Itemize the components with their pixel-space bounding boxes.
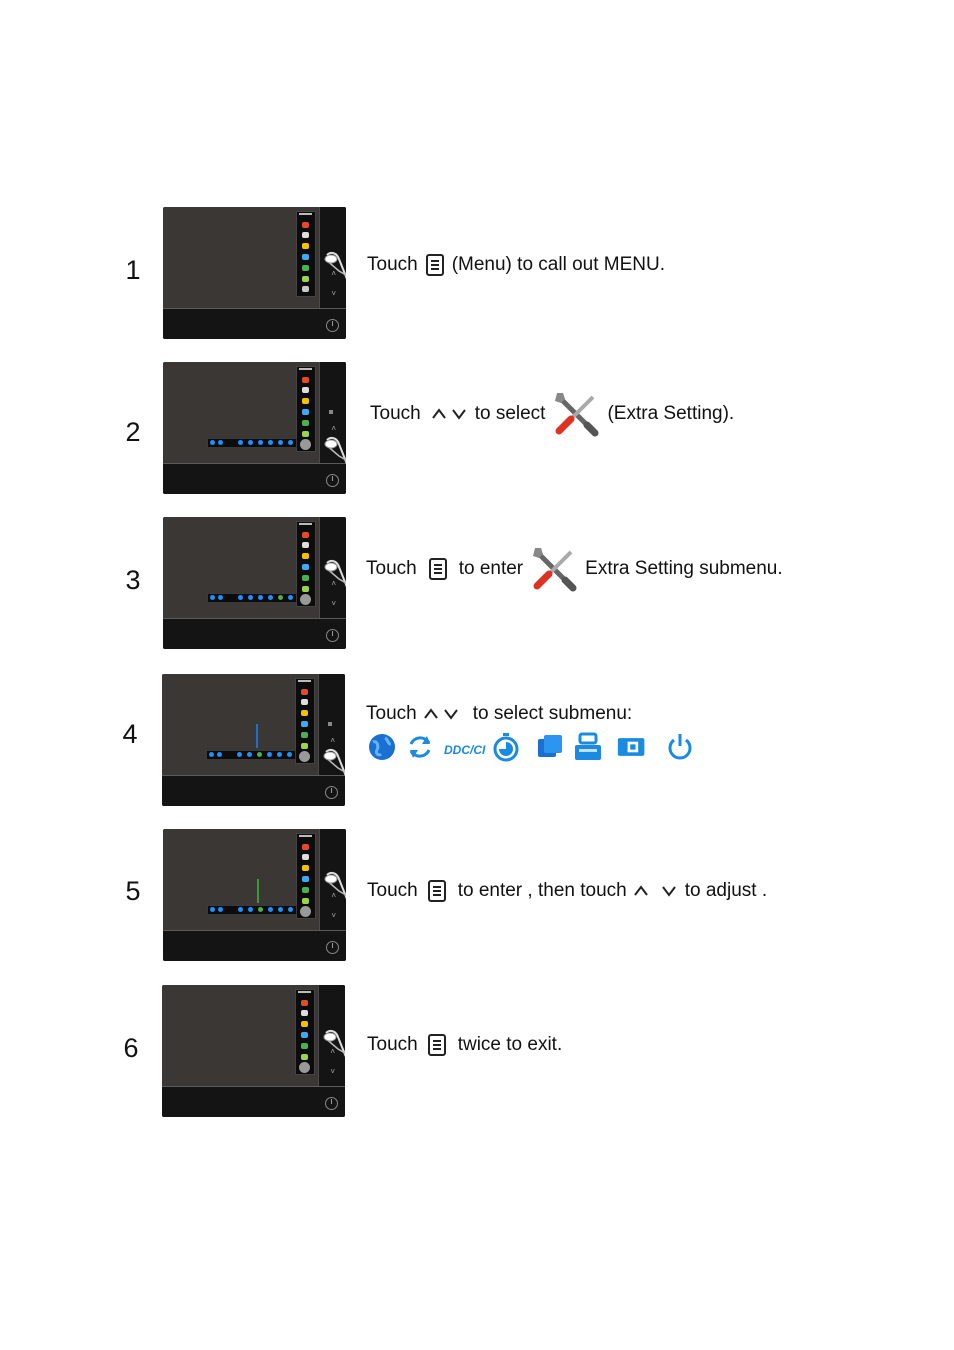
osd-menu [296, 521, 316, 607]
instruction-text: Touch [366, 558, 417, 580]
step-number: 4 [115, 719, 145, 750]
step-instruction: Touch to enter , then touch to adjust . [367, 880, 767, 902]
menu-button-icon [426, 254, 444, 276]
ddc-ci-icon: DDC/CI [444, 743, 485, 757]
osd-menu [296, 833, 316, 919]
monitor-thumbnail: ˄ [163, 362, 346, 494]
step-1: 1 ˄˅ Touch (Menu) to call out MENU. [0, 200, 954, 340]
menu-button-icon [428, 1034, 446, 1056]
instruction-text: (Menu) to call out MENU. [452, 254, 665, 276]
power-button-icon [326, 941, 339, 954]
power-button-icon [326, 319, 339, 332]
step-2: 2 ˄ Touch to select [0, 355, 954, 495]
instruction-text: (Extra Setting). [607, 403, 734, 425]
step-instruction: Touch to select submenu: [366, 703, 632, 725]
step-number: 5 [118, 876, 148, 907]
finger-pointer-icon [323, 557, 346, 609]
down-caret-icon [451, 406, 467, 422]
menu-button-icon [428, 880, 446, 902]
up-caret-icon [431, 406, 447, 422]
down-caret-icon [443, 706, 459, 722]
step-4: 4 ˄ Touch to select submenu: [0, 667, 954, 807]
instruction-text: to adjust . [685, 880, 767, 902]
step-instruction: Touch to select (Extra Setting). [370, 391, 734, 437]
submenu-bar [207, 905, 297, 915]
instruction-text: Touch [367, 880, 418, 902]
image-ratio-icon [535, 732, 565, 762]
instruction-text: to enter , then touch [458, 880, 627, 902]
language-globe-icon [367, 732, 397, 762]
osd-menu [295, 989, 315, 1075]
step-number: 2 [118, 417, 148, 448]
step-number: 1 [118, 255, 148, 286]
monitor-thumbnail: ˄˅ [163, 517, 346, 649]
instruction-text: Touch [367, 254, 418, 276]
up-caret-icon [423, 706, 439, 722]
submenu-bar [206, 750, 296, 760]
instruction-text: Touch [366, 703, 417, 725]
input-select-icon [573, 732, 603, 762]
finger-pointer-icon [323, 249, 346, 301]
monitor-thumbnail: ˄ [162, 674, 345, 806]
step-6: 6 ˄˅ Touch twice to exit. [0, 978, 954, 1118]
instruction-text: to select [475, 403, 546, 425]
power-button-icon [325, 1097, 338, 1110]
reset-icon [405, 732, 435, 762]
monitor-thumbnail: ˄˅ [162, 985, 345, 1117]
monitor-thumbnail: ˄˅ [163, 829, 346, 961]
instruction-text: to enter [459, 558, 523, 580]
instruction-text: Touch [367, 1034, 418, 1056]
step-instruction: Touch (Menu) to call out MENU. [367, 254, 665, 276]
osd-menu [296, 366, 316, 452]
submenu-bar [207, 438, 297, 448]
timer-icon [491, 732, 521, 762]
instruction-text: twice to exit. [458, 1034, 563, 1056]
submenu-bar [207, 593, 297, 603]
extra-setting-tools-icon [553, 391, 599, 437]
step-5: 5 ˄˅ Touch to enter , then touch [0, 822, 954, 962]
osd-menu [296, 211, 316, 297]
finger-pointer-icon [323, 434, 346, 486]
step-instruction: Touch twice to exit. [367, 1034, 562, 1056]
power-button-icon [326, 629, 339, 642]
step-3: 3 ˄˅ Touch to enter [0, 510, 954, 650]
step-number: 3 [118, 565, 148, 596]
instruction-text: Touch [370, 403, 421, 425]
osd-menu [295, 678, 315, 764]
extra-setting-tools-icon [531, 546, 577, 592]
step-number: 6 [116, 1033, 146, 1064]
instruction-text: to select submenu: [473, 703, 632, 725]
finger-pointer-icon [322, 746, 345, 798]
display-mode-icon [617, 732, 647, 762]
step-instruction: Touch to enter Extra Setting submenu. [366, 546, 783, 592]
up-caret-icon [633, 883, 649, 899]
down-caret-icon [661, 883, 677, 899]
menu-button-icon [429, 558, 447, 580]
instruction-text: Extra Setting submenu. [585, 558, 783, 580]
monitor-thumbnail: ˄˅ [163, 207, 346, 339]
finger-pointer-icon [323, 869, 346, 921]
finger-pointer-icon [322, 1027, 345, 1079]
power-icon [665, 732, 695, 762]
